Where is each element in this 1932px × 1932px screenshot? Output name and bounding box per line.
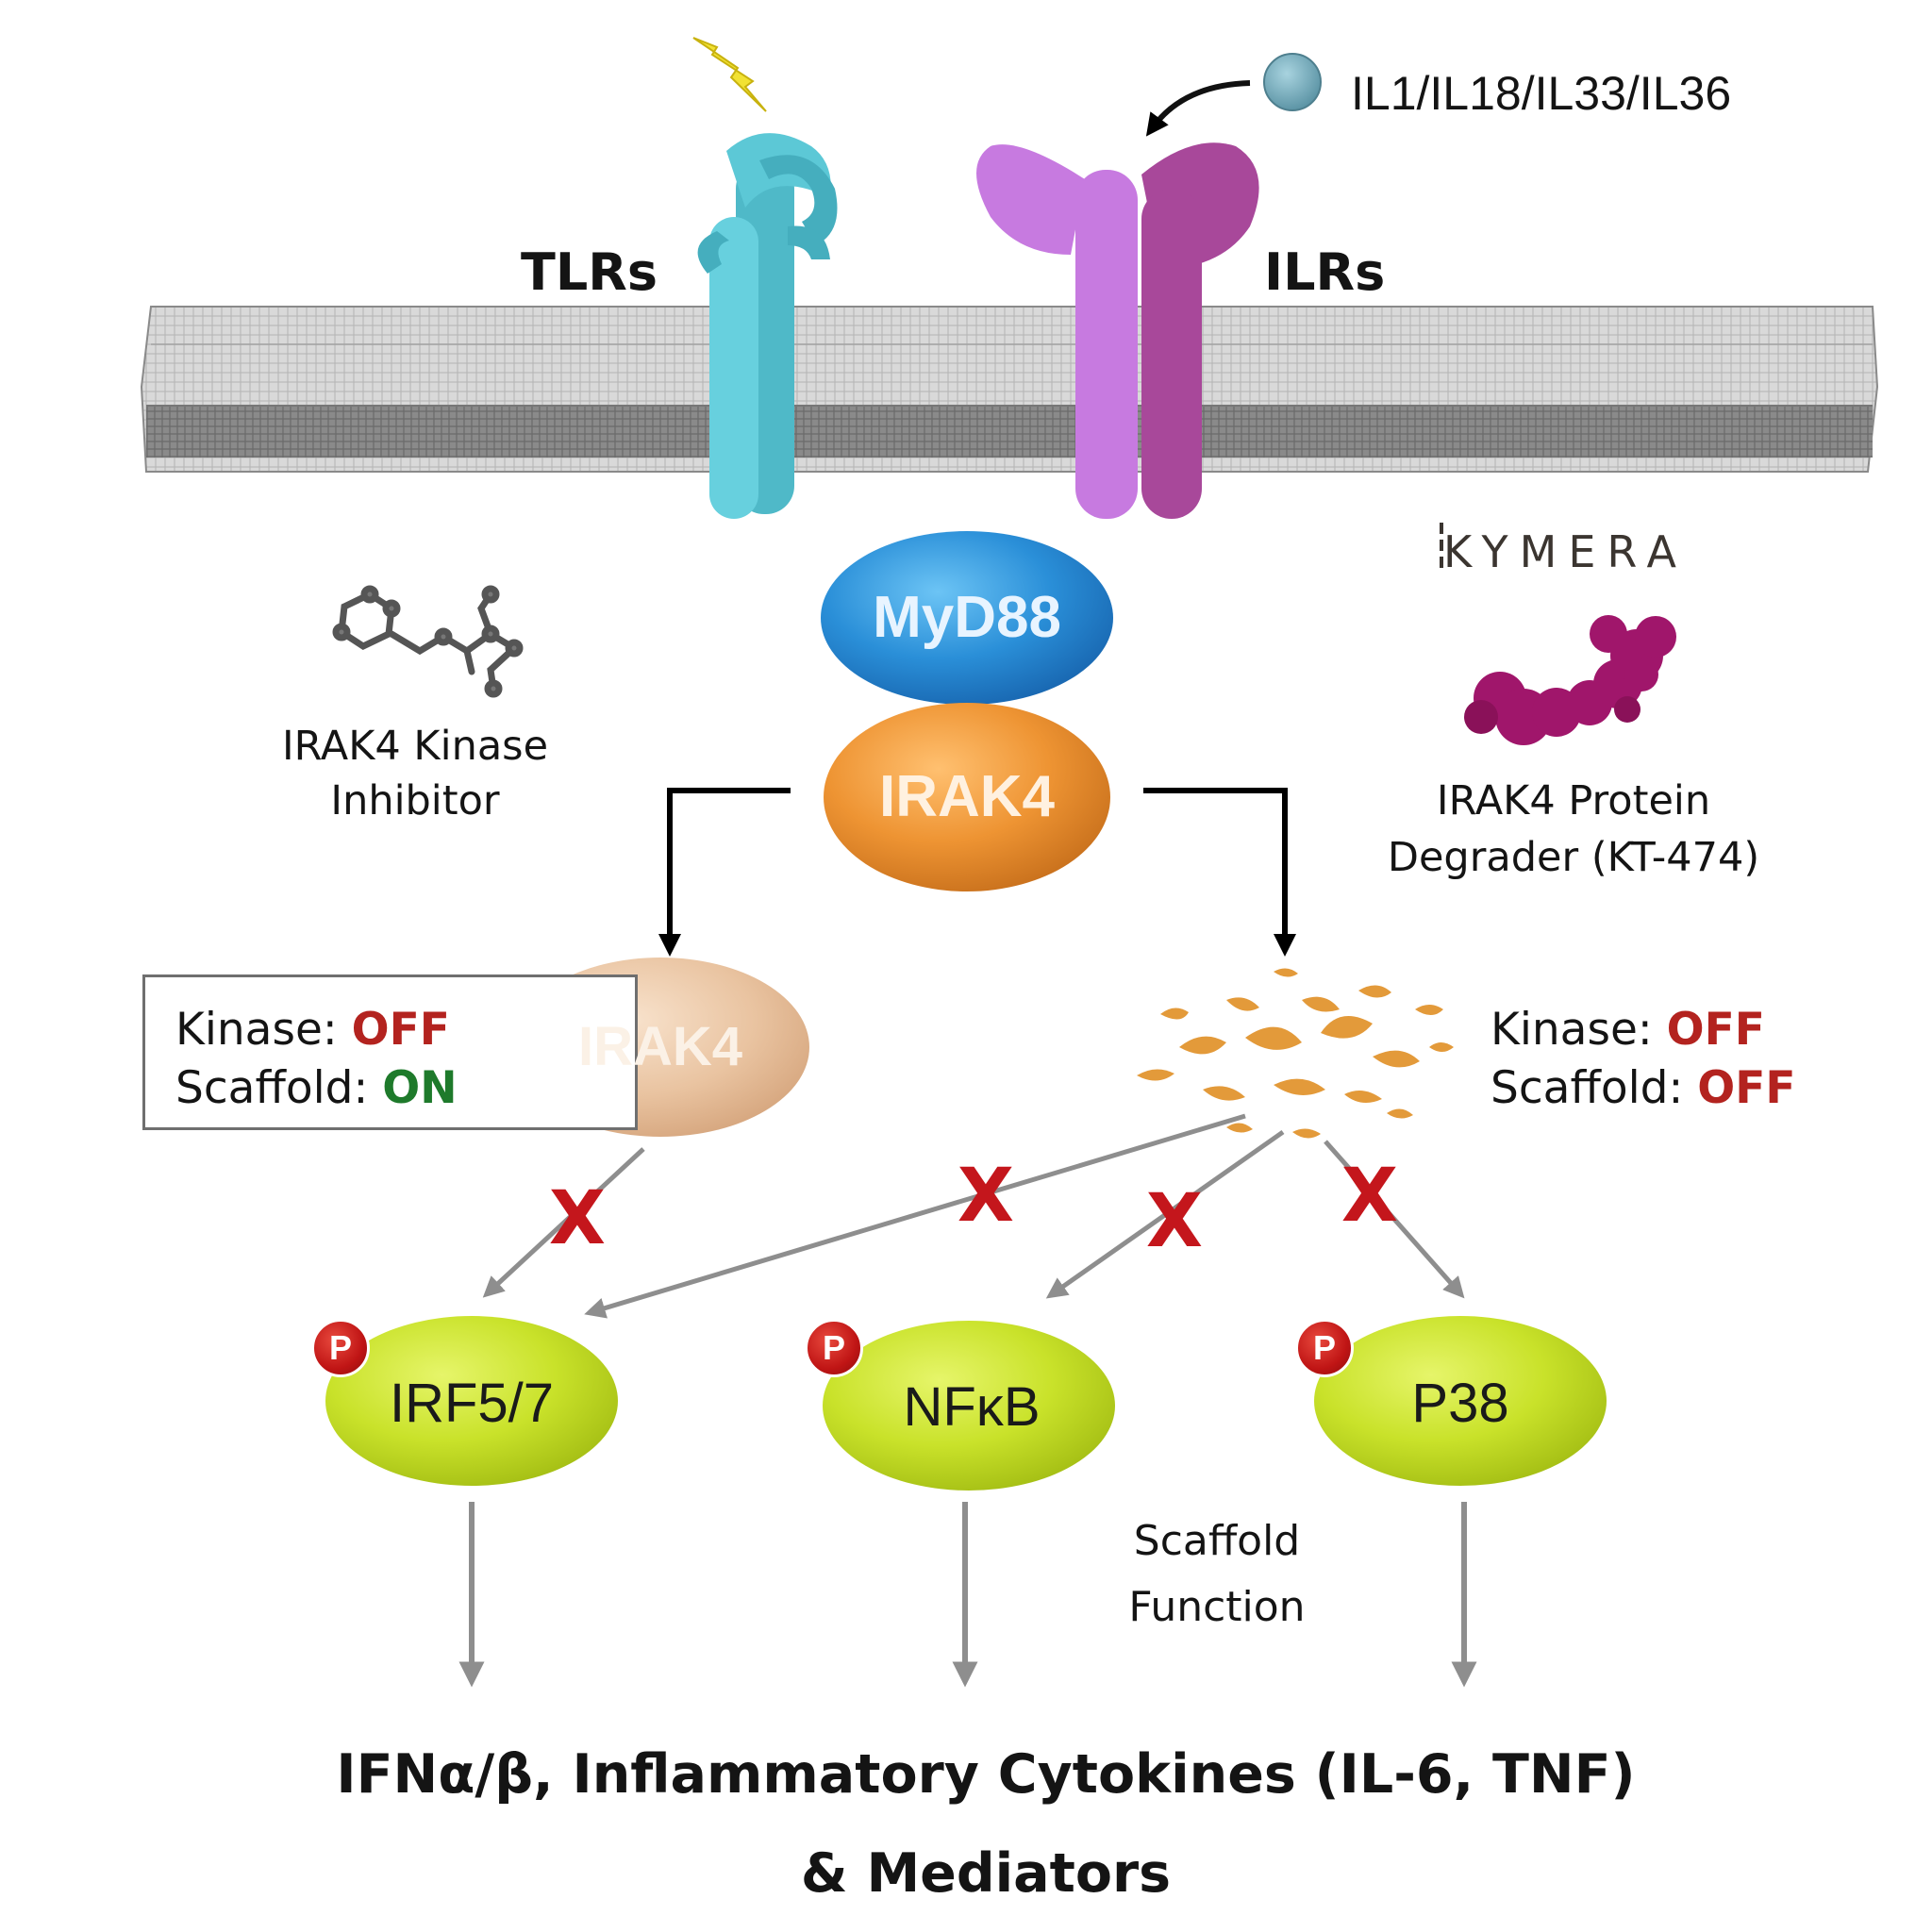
scaffold-label: Scaffold: (1491, 1062, 1684, 1114)
degrader-kinase-status: Kinase: OFF (1491, 1008, 1765, 1052)
phospho-badge: P (311, 1319, 370, 1377)
kinase-label: Kinase: (175, 1004, 338, 1056)
scaffold-off-value: OFF (1697, 1062, 1796, 1114)
tf-node-nfkb (823, 1321, 1115, 1491)
arrow-to-degrader-branch (1143, 788, 1296, 957)
arrow-degrader-to-nfkb (1045, 1129, 1285, 1299)
degrader-scaffold-status: Scaffold: OFF (1491, 1066, 1795, 1110)
irak4-node (824, 703, 1110, 891)
tf-label-nfkb: NFκB (903, 1376, 1041, 1438)
ligand-label: IL1/IL18/IL33/IL36 (1351, 67, 1732, 120)
arrow-irak4-to-irf57 (482, 1147, 645, 1298)
degrader-label-line1: IRAK4 Protein (1436, 777, 1711, 824)
myd88-node (821, 531, 1113, 705)
degraded-irak4-fragments (1137, 968, 1454, 1139)
kinase-label: Kinase: (1491, 1004, 1653, 1056)
blocked-x-mark: X (957, 1154, 1015, 1239)
arrow-to-inhibitor-branch (658, 788, 791, 957)
ilr-receptor (976, 142, 1259, 519)
inhibitor-label-line1: IRAK4 Kinase (281, 723, 549, 770)
arrow-degrader-to-p38 (1324, 1140, 1465, 1299)
degrader-molecule-icon (1464, 615, 1676, 745)
tf-node-p38 (1314, 1316, 1607, 1486)
tlr-label: TLRs (521, 242, 658, 302)
phospho-badge: P (1295, 1319, 1354, 1377)
blocked-x-mark: X (548, 1176, 607, 1261)
ligand-binding-arrow (1145, 80, 1251, 137)
kymera-logo-mark (1440, 523, 1443, 581)
inhibitor-scaffold-status: Scaffold: ON (175, 1066, 458, 1110)
scaffold-on-value: ON (382, 1062, 458, 1114)
kymera-logo: KYMERA (1443, 526, 1688, 577)
kinase-off-value: OFF (1666, 1004, 1765, 1056)
output-line2: & Mediators (800, 1842, 1172, 1905)
irak4-label: IRAK4 (878, 764, 1056, 829)
ligand-icon (1263, 53, 1322, 111)
arrow-degrader-to-irf57 (584, 1113, 1246, 1319)
kinase-off-value: OFF (351, 1004, 450, 1056)
scaffold-function-line1: Scaffold (1133, 1517, 1301, 1565)
tf-label-p38: P38 (1411, 1373, 1509, 1434)
scaffold-function-line2: Function (1128, 1583, 1306, 1631)
irak4-inhibited-label: IRAK4 (577, 1016, 743, 1077)
tf-label-irf57: IRF5/7 (389, 1373, 555, 1434)
tf-node-irf57 (325, 1316, 618, 1486)
ilr-label: ILRs (1264, 242, 1386, 302)
blocked-x-mark: X (1341, 1154, 1399, 1239)
inhibitor-kinase-status: Kinase: OFF (175, 1008, 450, 1052)
blocked-x-mark: X (1145, 1179, 1204, 1264)
cell-membrane (140, 306, 1879, 473)
inhibitor-label-line2: Inhibitor (330, 777, 500, 824)
myd88-label: MyD88 (873, 585, 1061, 650)
degrader-label-line2: Degrader (KT-474) (1387, 834, 1760, 881)
phospho-badge: P (805, 1319, 863, 1377)
tlr-receptor (697, 133, 838, 519)
inhibitor-molecule-icon (332, 585, 524, 698)
lightning-icon (692, 37, 767, 112)
inhibitor-status-box (142, 974, 638, 1130)
scaffold-label: Scaffold: (175, 1062, 369, 1114)
output-line1: IFNα/β, Inflammatory Cytokines (IL-6, TN… (336, 1743, 1636, 1806)
